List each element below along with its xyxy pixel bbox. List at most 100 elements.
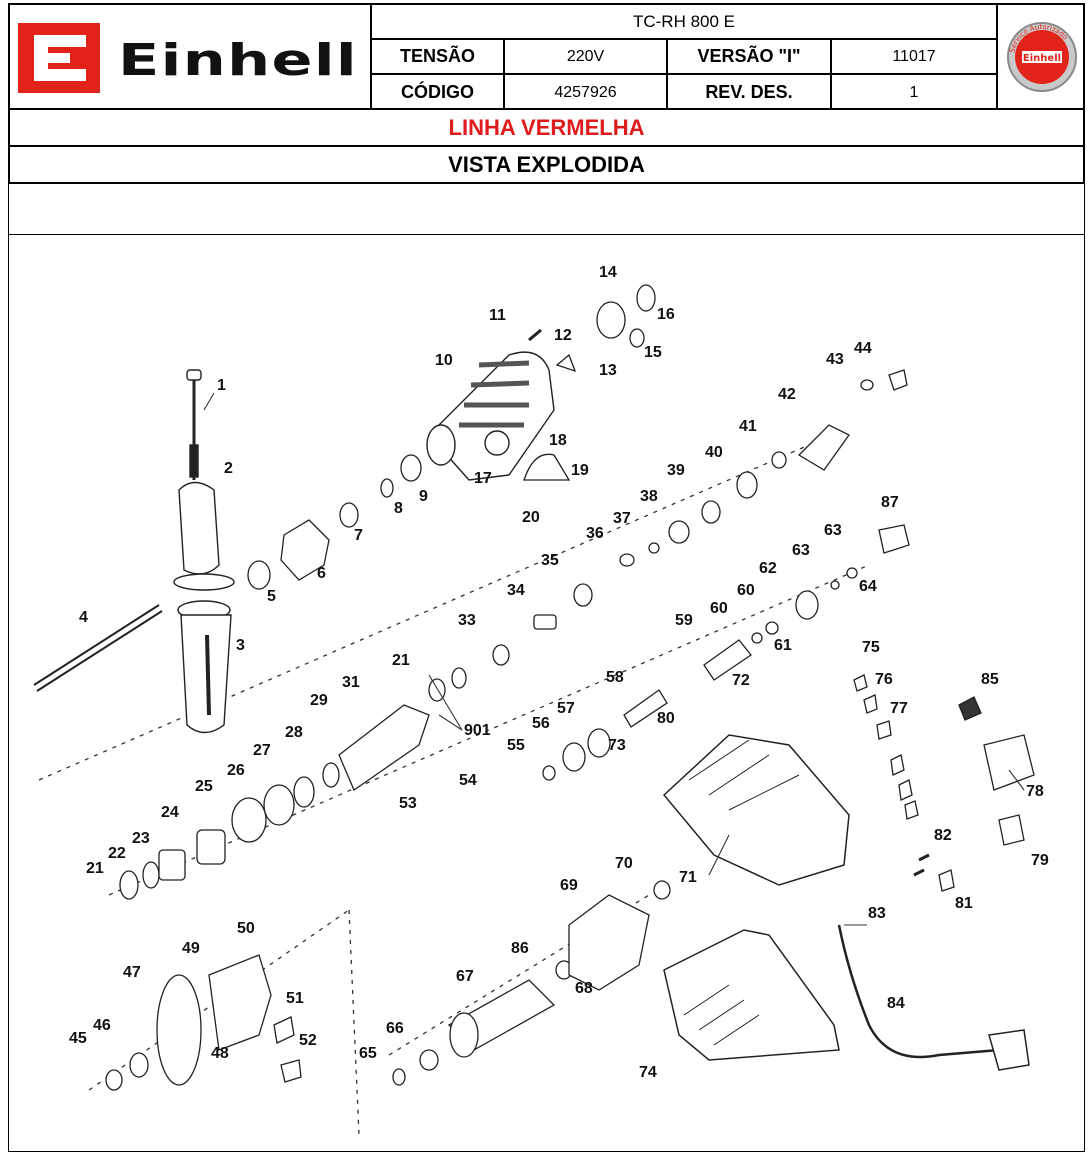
part-label-11: 11 xyxy=(489,307,506,324)
part-label-27: 27 xyxy=(253,742,271,759)
version-value: 11017 xyxy=(892,47,936,65)
part-label-18: 18 xyxy=(549,432,567,449)
part-label-44: 44 xyxy=(854,340,872,357)
code-value: 4257926 xyxy=(505,75,668,110)
part-label-83: 83 xyxy=(868,905,886,922)
part-label-81: 81 xyxy=(955,895,973,912)
gear-assembly xyxy=(542,524,910,781)
part-label-14: 14 xyxy=(599,264,617,281)
part-label-59: 59 xyxy=(675,612,693,629)
part-label-13: 13 xyxy=(599,362,617,379)
brand-logo-cell: Einhell xyxy=(10,5,372,110)
part-label-66: 66 xyxy=(386,1020,404,1037)
part-label-23: 23 xyxy=(132,830,150,847)
voltage-label: TENSÃO xyxy=(372,40,505,73)
part-label-38: 38 xyxy=(640,488,658,505)
part-label-87: 87 xyxy=(881,494,899,511)
part-label-49: 49 xyxy=(182,940,200,957)
einhell-logo: Einhell xyxy=(18,23,358,93)
exploded-view-diagram: 1 2 3 4 5 6 7 8 9 10 11 12 13 14 15 16 1… xyxy=(8,235,1085,1152)
part-label-84: 84 xyxy=(887,995,905,1012)
part-label-64: 64 xyxy=(859,578,877,595)
part-label-72: 72 xyxy=(732,672,750,689)
part-label-21a: 21 xyxy=(392,652,410,669)
svg-text:Einhell: Einhell xyxy=(1023,53,1061,64)
part-label-80: 80 xyxy=(657,710,675,727)
spacer-row xyxy=(8,184,1085,235)
part-label-70: 70 xyxy=(615,855,633,872)
armature xyxy=(392,960,573,1086)
part-label-12: 12 xyxy=(554,327,572,344)
svg-text:Einhell: Einhell xyxy=(118,35,358,86)
part-label-15: 15 xyxy=(644,344,662,361)
part-label-33: 33 xyxy=(458,612,476,629)
exploded-view-drawing: 1 2 3 4 5 6 7 8 9 10 11 12 13 14 15 16 1… xyxy=(33,264,1049,1136)
part-label-17: 17 xyxy=(474,470,492,487)
part-label-75: 75 xyxy=(862,639,880,656)
part-label-51: 51 xyxy=(286,990,304,1007)
part-label-39: 39 xyxy=(667,462,685,479)
part-label-71: 71 xyxy=(679,869,697,886)
part-label-60b: 60 xyxy=(737,582,755,599)
part-label-52: 52 xyxy=(299,1032,317,1049)
part-label-16: 16 xyxy=(657,306,675,323)
part-label-8: 8 xyxy=(394,500,403,517)
part-label-58: 58 xyxy=(606,669,624,686)
part-label-50: 50 xyxy=(237,920,255,937)
part-label-82: 82 xyxy=(934,827,952,844)
part-label-6: 6 xyxy=(317,565,326,582)
part-label-20: 20 xyxy=(522,509,540,526)
part-label-48: 48 xyxy=(211,1045,229,1062)
part-label-2: 2 xyxy=(224,460,233,477)
part-label-43: 43 xyxy=(826,351,844,368)
authorized-service-badge-cell: Serviço Autorizado Einhell xyxy=(996,5,1085,110)
part-label-4: 4 xyxy=(79,609,88,626)
revision-value: 1 xyxy=(909,83,919,101)
front-gear-housing xyxy=(105,954,302,1091)
part-label-47: 47 xyxy=(123,964,141,981)
part-label-41: 41 xyxy=(739,418,757,435)
part-label-45: 45 xyxy=(69,1030,87,1047)
part-label-25: 25 xyxy=(195,778,213,795)
part-label-42: 42 xyxy=(778,386,796,403)
part-label-60a: 60 xyxy=(710,600,728,617)
part-label-901: 901 xyxy=(464,722,491,739)
part-label-85: 85 xyxy=(981,671,999,688)
part-label-57: 57 xyxy=(557,700,575,717)
part-label-74: 74 xyxy=(639,1064,657,1081)
part-label-36: 36 xyxy=(586,525,604,542)
leader-lines xyxy=(203,392,1025,926)
part-label-86: 86 xyxy=(511,940,529,957)
part-label-28: 28 xyxy=(285,724,303,741)
part-label-69: 69 xyxy=(560,877,578,894)
part-label-73: 73 xyxy=(608,737,626,754)
view-title: VISTA EXPLODIDA xyxy=(8,147,1085,184)
chuck-parts xyxy=(247,284,656,590)
spec-row-2: CÓDIGO 4257926 REV. DES. 1 xyxy=(372,75,996,110)
model-name: TC-RH 800 E xyxy=(372,5,996,40)
power-cord xyxy=(837,924,1030,1071)
switch-assembly xyxy=(853,674,1035,892)
part-label-37: 37 xyxy=(613,510,631,527)
part-label-63b: 63 xyxy=(824,522,842,539)
part-label-10: 10 xyxy=(435,352,453,369)
part-label-55: 55 xyxy=(507,737,525,754)
motor-housing xyxy=(662,734,850,886)
part-label-5: 5 xyxy=(267,588,276,605)
part-label-3: 3 xyxy=(236,637,245,654)
part-label-65: 65 xyxy=(359,1045,377,1062)
side-handle-assembly xyxy=(173,369,235,734)
part-label-35: 35 xyxy=(541,552,559,569)
spec-row-1: TENSÃO 220V VERSÃO "I" 11017 xyxy=(372,40,996,75)
part-label-76: 76 xyxy=(875,671,893,688)
part-label-21b: 21 xyxy=(86,860,104,877)
part-label-24: 24 xyxy=(161,804,179,821)
depth-stop-rod xyxy=(33,604,163,692)
part-label-56: 56 xyxy=(532,715,550,732)
part-label-1: 1 xyxy=(217,377,226,394)
gear-housing xyxy=(426,351,555,481)
part-label-67: 67 xyxy=(456,968,474,985)
part-label-61: 61 xyxy=(774,637,792,654)
part-label-68: 68 xyxy=(575,980,593,997)
code-label: CÓDIGO xyxy=(372,75,505,110)
